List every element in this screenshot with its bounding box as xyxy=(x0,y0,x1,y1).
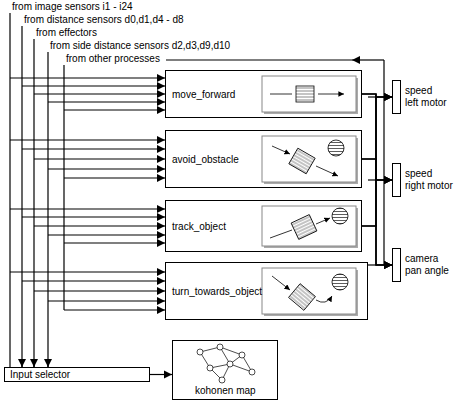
input-arrow xyxy=(10,77,165,78)
process-box: track_object xyxy=(165,200,362,252)
input-arrow xyxy=(34,225,165,226)
signal-connector xyxy=(368,96,392,97)
input-arrow xyxy=(34,290,165,291)
signal-connector xyxy=(362,159,392,265)
output-box: speed left motor xyxy=(392,80,401,114)
signal-connector xyxy=(368,264,392,265)
track-object-illustration xyxy=(262,206,358,248)
input-arrow xyxy=(10,139,165,140)
output-port xyxy=(392,80,401,114)
feedback-wire xyxy=(166,60,384,265)
box-label: track_object xyxy=(172,221,226,233)
input-arrow xyxy=(10,208,165,209)
box-label: turn_towards_object xyxy=(172,286,262,298)
input-label: from side distance sensors d2,d3,d9,d10 xyxy=(50,40,230,52)
input-arrow xyxy=(48,234,165,235)
kohonen-box: kohonen map xyxy=(172,340,278,400)
input-arrow xyxy=(22,216,165,217)
input-arrow xyxy=(22,148,165,149)
output-port xyxy=(392,248,401,282)
signal-connector xyxy=(362,97,392,226)
input-arrow xyxy=(34,93,165,94)
box-label: kohonen map xyxy=(195,385,256,397)
signal-connector xyxy=(362,180,392,226)
move-forward-illustration xyxy=(262,76,358,114)
signal-connector xyxy=(362,226,392,265)
input-arrow xyxy=(10,271,165,272)
selector-box: Input selector xyxy=(4,367,150,382)
output-port xyxy=(392,163,401,197)
input-label: from effectors xyxy=(36,27,97,39)
input-arrow xyxy=(48,300,165,301)
output-label: camera pan angle xyxy=(405,253,455,277)
signal-wires xyxy=(10,13,165,367)
process-box: avoid_obstacle xyxy=(165,130,362,188)
input-arrow xyxy=(22,85,165,86)
sensor-wire xyxy=(21,26,22,367)
signal-connector xyxy=(368,179,392,180)
sensor-wire xyxy=(63,65,64,310)
kohonen-network-illustration xyxy=(197,344,255,383)
box-label: avoid_obstacle xyxy=(172,154,239,166)
process-box: turn_towards_object xyxy=(165,262,368,320)
signal-connector xyxy=(362,94,392,180)
signal-connector xyxy=(362,94,392,265)
signal-connector xyxy=(362,97,392,159)
sensor-wire xyxy=(33,39,34,367)
input-arrow xyxy=(48,168,165,169)
input-label: from other processes xyxy=(66,53,160,65)
output-box: camera pan angle xyxy=(392,248,401,282)
input-arrow xyxy=(34,158,165,159)
selector-input-arrow xyxy=(21,359,22,367)
box-label: move_forward xyxy=(172,89,235,101)
output-label: speed left motor xyxy=(405,85,448,109)
output-box: speed right motor xyxy=(392,163,401,197)
signal-connector xyxy=(362,159,392,180)
sensor-wire xyxy=(9,13,10,367)
input-arrow xyxy=(22,280,165,281)
input-arrow xyxy=(64,177,165,178)
input-label: from distance sensors d0,d1,d4 - d8 xyxy=(24,14,184,26)
selector-input-arrow xyxy=(47,359,48,367)
signal-connector xyxy=(150,374,172,375)
input-arrow xyxy=(64,109,165,110)
input-arrow xyxy=(64,242,165,243)
process-box: move_forward xyxy=(165,70,362,118)
input-arrow xyxy=(48,101,165,102)
sensor-wire xyxy=(47,52,48,367)
box-label: Input selector xyxy=(10,369,70,381)
output-label: speed right motor xyxy=(405,168,454,192)
selector-input-arrow xyxy=(33,359,34,367)
input-label: from image sensors i1 - i24 xyxy=(12,1,133,13)
avoid-obstacle-illustration xyxy=(262,136,358,184)
turn-towards-object-illustration xyxy=(262,268,358,316)
input-arrow xyxy=(64,309,165,310)
